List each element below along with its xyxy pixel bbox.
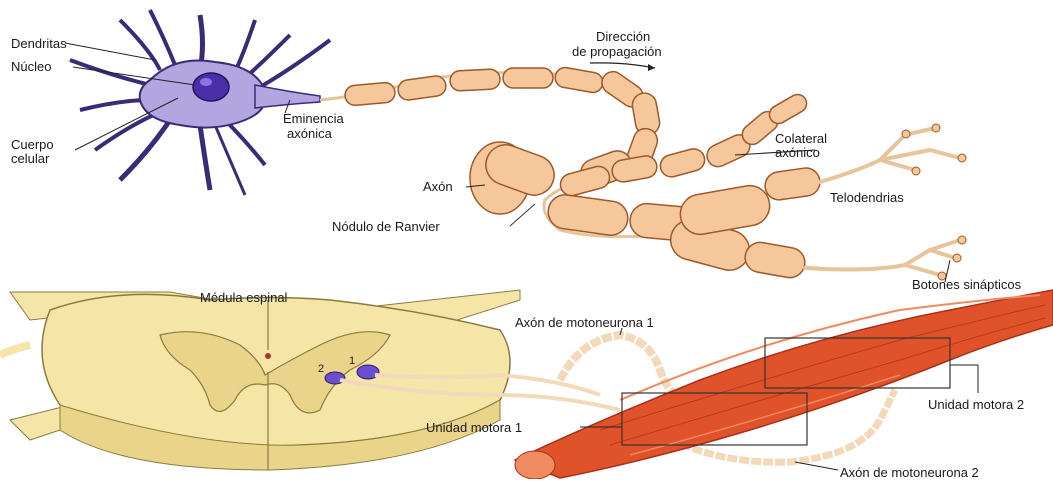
label-medula-espinal: Médula espinal: [200, 291, 287, 305]
direction-arrowhead: [648, 64, 655, 71]
label-axon: Axón: [423, 180, 453, 194]
label-eminencia-1: Eminencia: [283, 112, 344, 126]
label-telodendrias: Telodendrias: [830, 191, 904, 205]
synaptic-buttons: [902, 124, 966, 280]
nucleus-highlight: [200, 78, 212, 86]
label-axon-motoneurona-2: Axón de motoneurona 2: [840, 466, 979, 480]
label-cuerpo-2: celular: [11, 152, 49, 166]
label-direccion-1: Dirección: [596, 30, 650, 44]
label-direccion-2: de propagación: [572, 45, 662, 59]
direction-arrow: [590, 63, 655, 68]
label-unidad-motora-1: Unidad motora 1: [426, 421, 522, 435]
label-num-1: 1: [349, 354, 355, 368]
label-num-2: 2: [318, 362, 324, 376]
label-unidad-motora-2: Unidad motora 2: [928, 398, 1024, 412]
muscle-end: [515, 451, 555, 479]
label-cuerpo-1: Cuerpo: [11, 138, 54, 152]
myelin-sheath: [344, 66, 821, 280]
label-nucleo: Núcleo: [11, 60, 51, 74]
label-colateral-2: axónico: [775, 146, 820, 160]
telodendria-upper: [820, 128, 960, 182]
central-canal: [265, 353, 271, 359]
label-axon-motoneurona-1: Axón de motoneurona 1: [515, 316, 654, 330]
telodendria-lower: [805, 240, 960, 275]
label-eminencia-2: axónica: [287, 127, 332, 141]
label-colateral-1: Colateral: [775, 132, 827, 146]
axon-hillock: [255, 85, 320, 108]
nucleus: [193, 73, 229, 101]
label-nodulo-ranvier: Nódulo de Ranvier: [332, 220, 440, 234]
label-dendritas: Dendritas: [11, 37, 67, 51]
label-botones-sinapticos: Botones sinápticos: [912, 278, 1021, 292]
